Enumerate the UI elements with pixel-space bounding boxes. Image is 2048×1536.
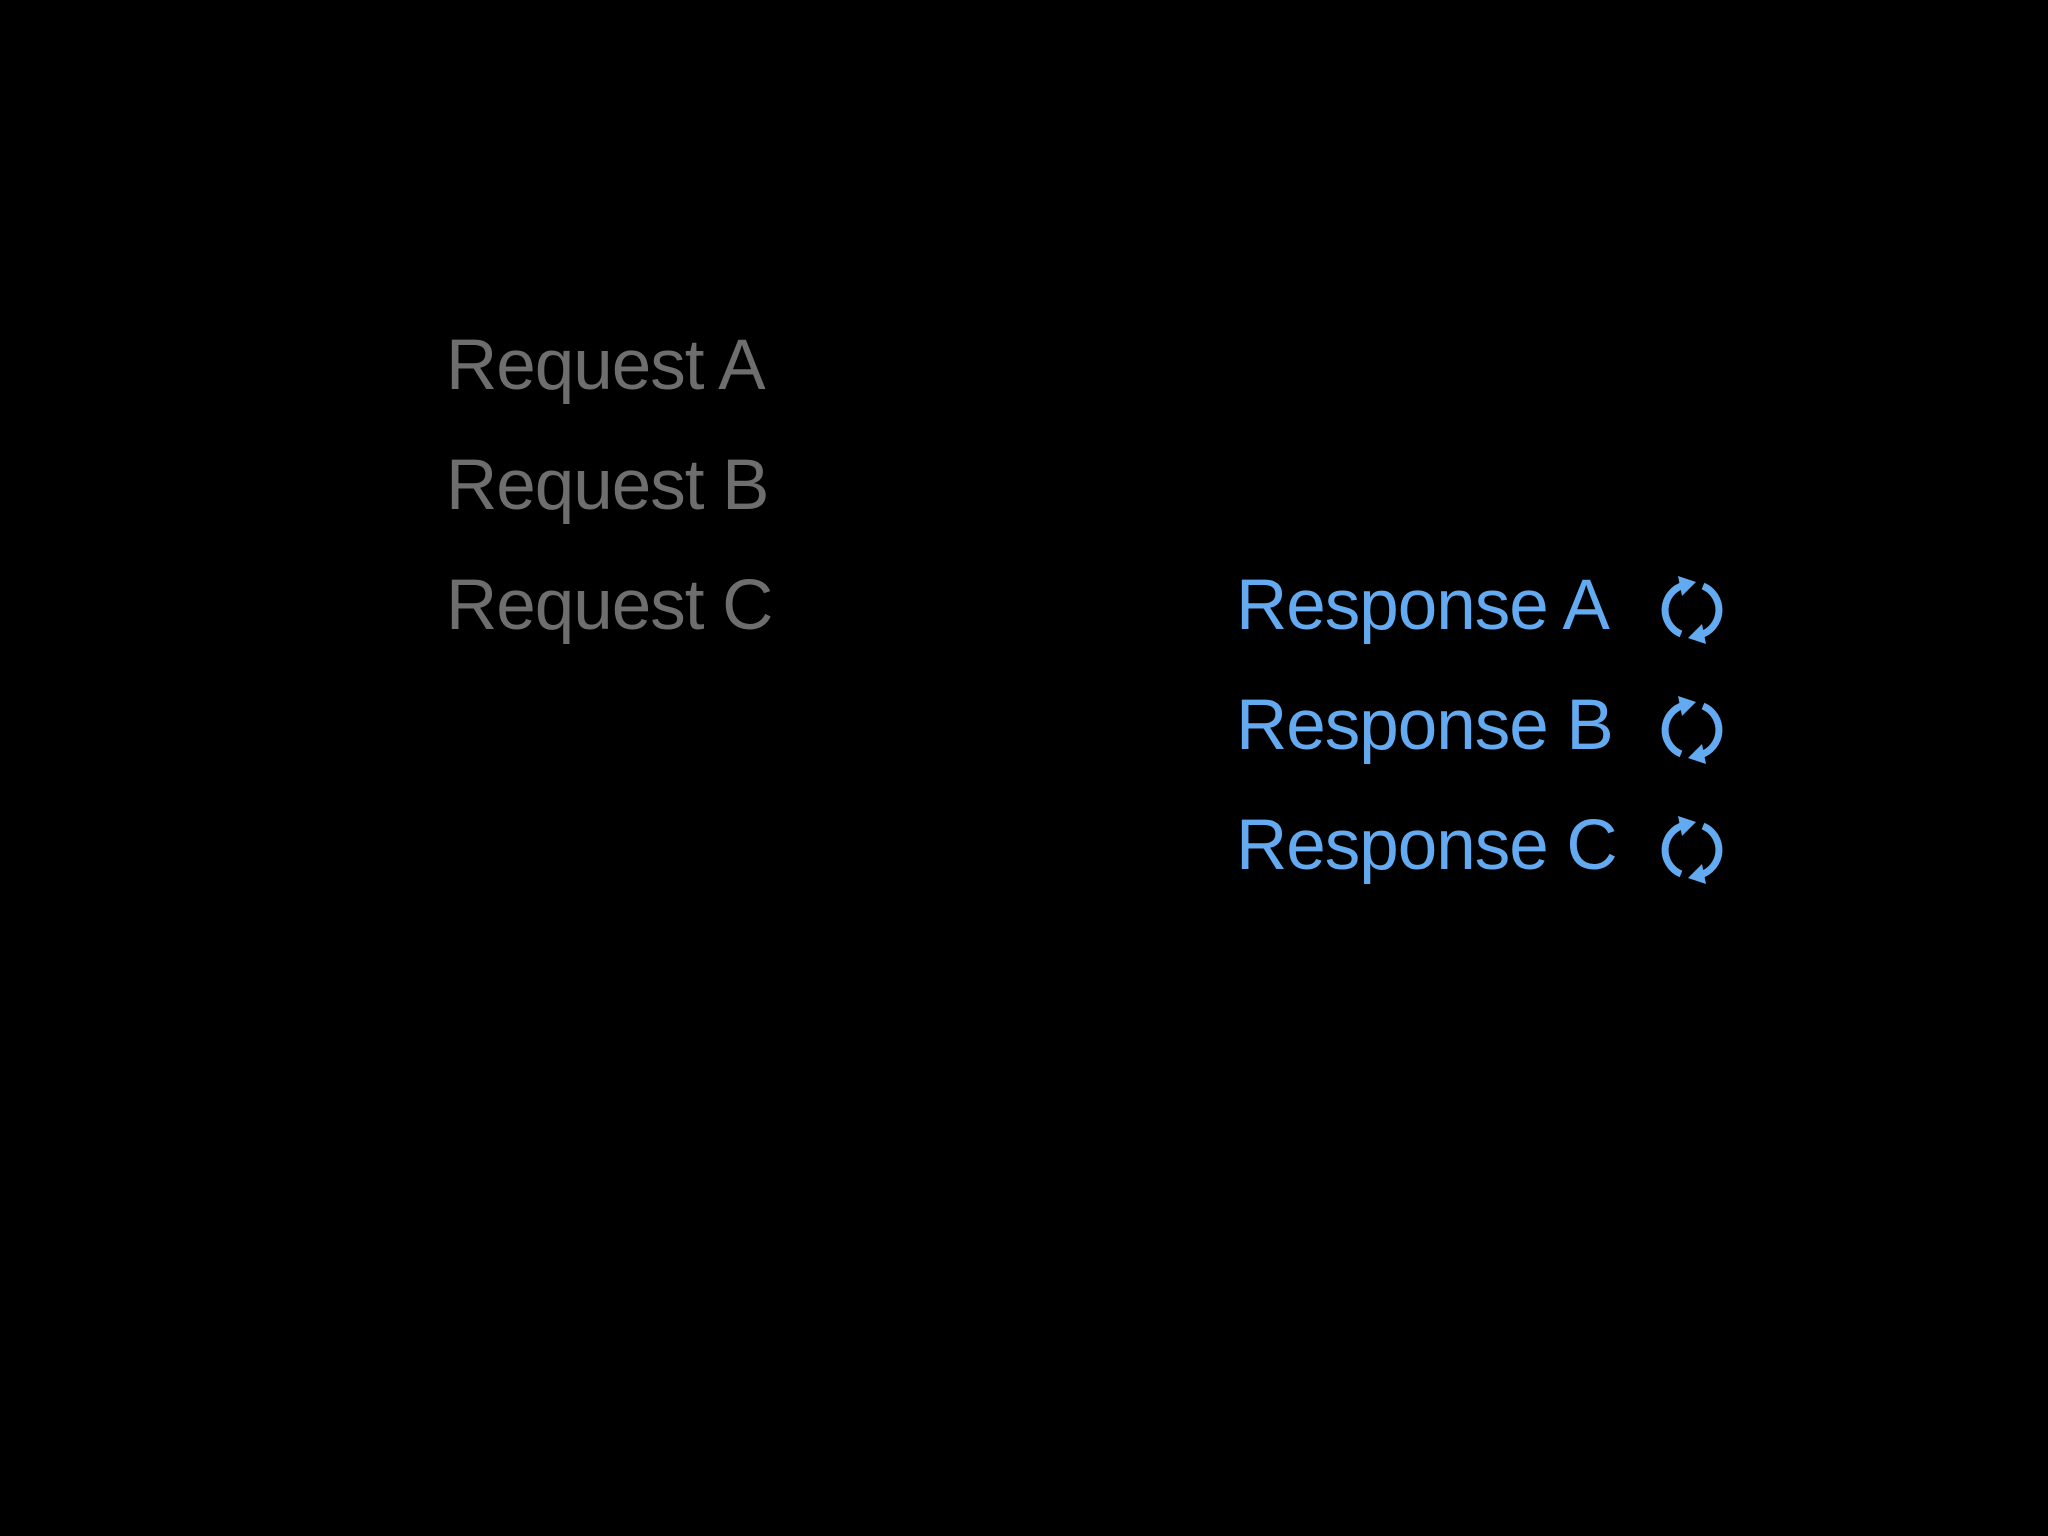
response-a-label: Response A: [1236, 566, 1610, 645]
request-c-label: Request C: [446, 566, 773, 645]
response-c-row: Response C: [1236, 786, 1756, 906]
response-a-row: Response A: [1236, 546, 1756, 666]
refresh-icon: [1661, 696, 1723, 764]
response-b-label: Response B: [1236, 686, 1614, 765]
request-b-label: Request B: [446, 446, 770, 525]
response-c-label: Response C: [1236, 806, 1618, 885]
refresh-icon: [1661, 576, 1723, 644]
response-b-row: Response B: [1236, 666, 1756, 786]
request-a-label: Request A: [446, 326, 766, 405]
refresh-icon: [1661, 816, 1723, 884]
